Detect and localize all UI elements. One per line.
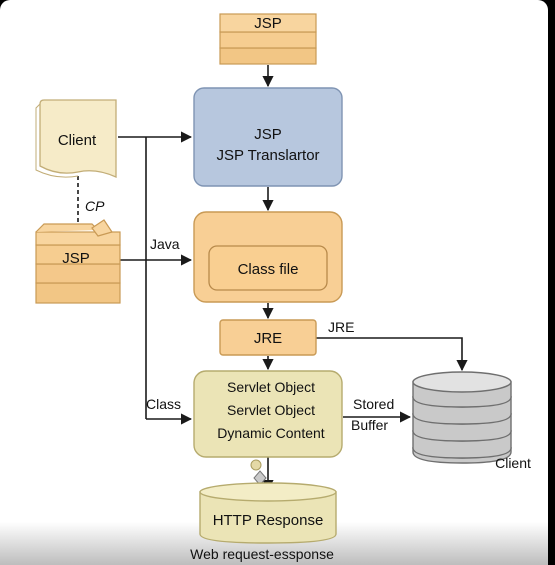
- client-document: Client: [35, 99, 117, 179]
- class-file-label: Class file: [238, 261, 299, 278]
- connectors: [77, 65, 468, 492]
- class-file-box: [208, 245, 328, 291]
- box-flap: [91, 219, 113, 237]
- jsp-left-stack: JSP: [35, 219, 121, 304]
- edge-label-class: Class: [146, 396, 181, 412]
- decor-dot: [250, 459, 262, 471]
- jre-box: JRE: [219, 319, 317, 356]
- http-response-cylinder: HTTP Response: [199, 482, 337, 544]
- jre-box-label: JRE: [254, 330, 282, 347]
- jsp-top-label: JSP: [254, 15, 282, 32]
- edge-label-stored: Stored: [353, 396, 394, 412]
- client-db-label: Client: [495, 455, 531, 471]
- diagram-caption: Web request-essponse: [190, 546, 334, 562]
- client-document-label: Client: [58, 132, 97, 149]
- edge-label-buffer: Buffer: [351, 417, 388, 433]
- jsp-left-label: JSP: [62, 250, 90, 267]
- servlet-label-2: Servlet Object: [227, 402, 315, 418]
- http-response-label: HTTP Response: [213, 512, 324, 529]
- jsp-translator-box: JSP JSP Translartor: [193, 87, 343, 187]
- cp-label: CP: [85, 198, 105, 214]
- arrow-jre-to-client-db: [316, 337, 468, 372]
- servlet-label-1: Servlet Object: [227, 379, 315, 395]
- jsp-top-stack: JSP: [219, 13, 317, 65]
- translator-label-2: JSP Translartor: [216, 147, 319, 164]
- client-database: [412, 371, 512, 464]
- servlet-label-3: Dynamic Content: [217, 425, 324, 441]
- servlet-box: Servlet Object Servlet Object Dynamic Co…: [193, 370, 343, 458]
- edge-label-java: Java: [150, 236, 180, 252]
- translator-label-1: JSP: [254, 126, 282, 143]
- class-file-container: Class file: [193, 211, 343, 303]
- edge-label-jre: JRE: [328, 319, 354, 335]
